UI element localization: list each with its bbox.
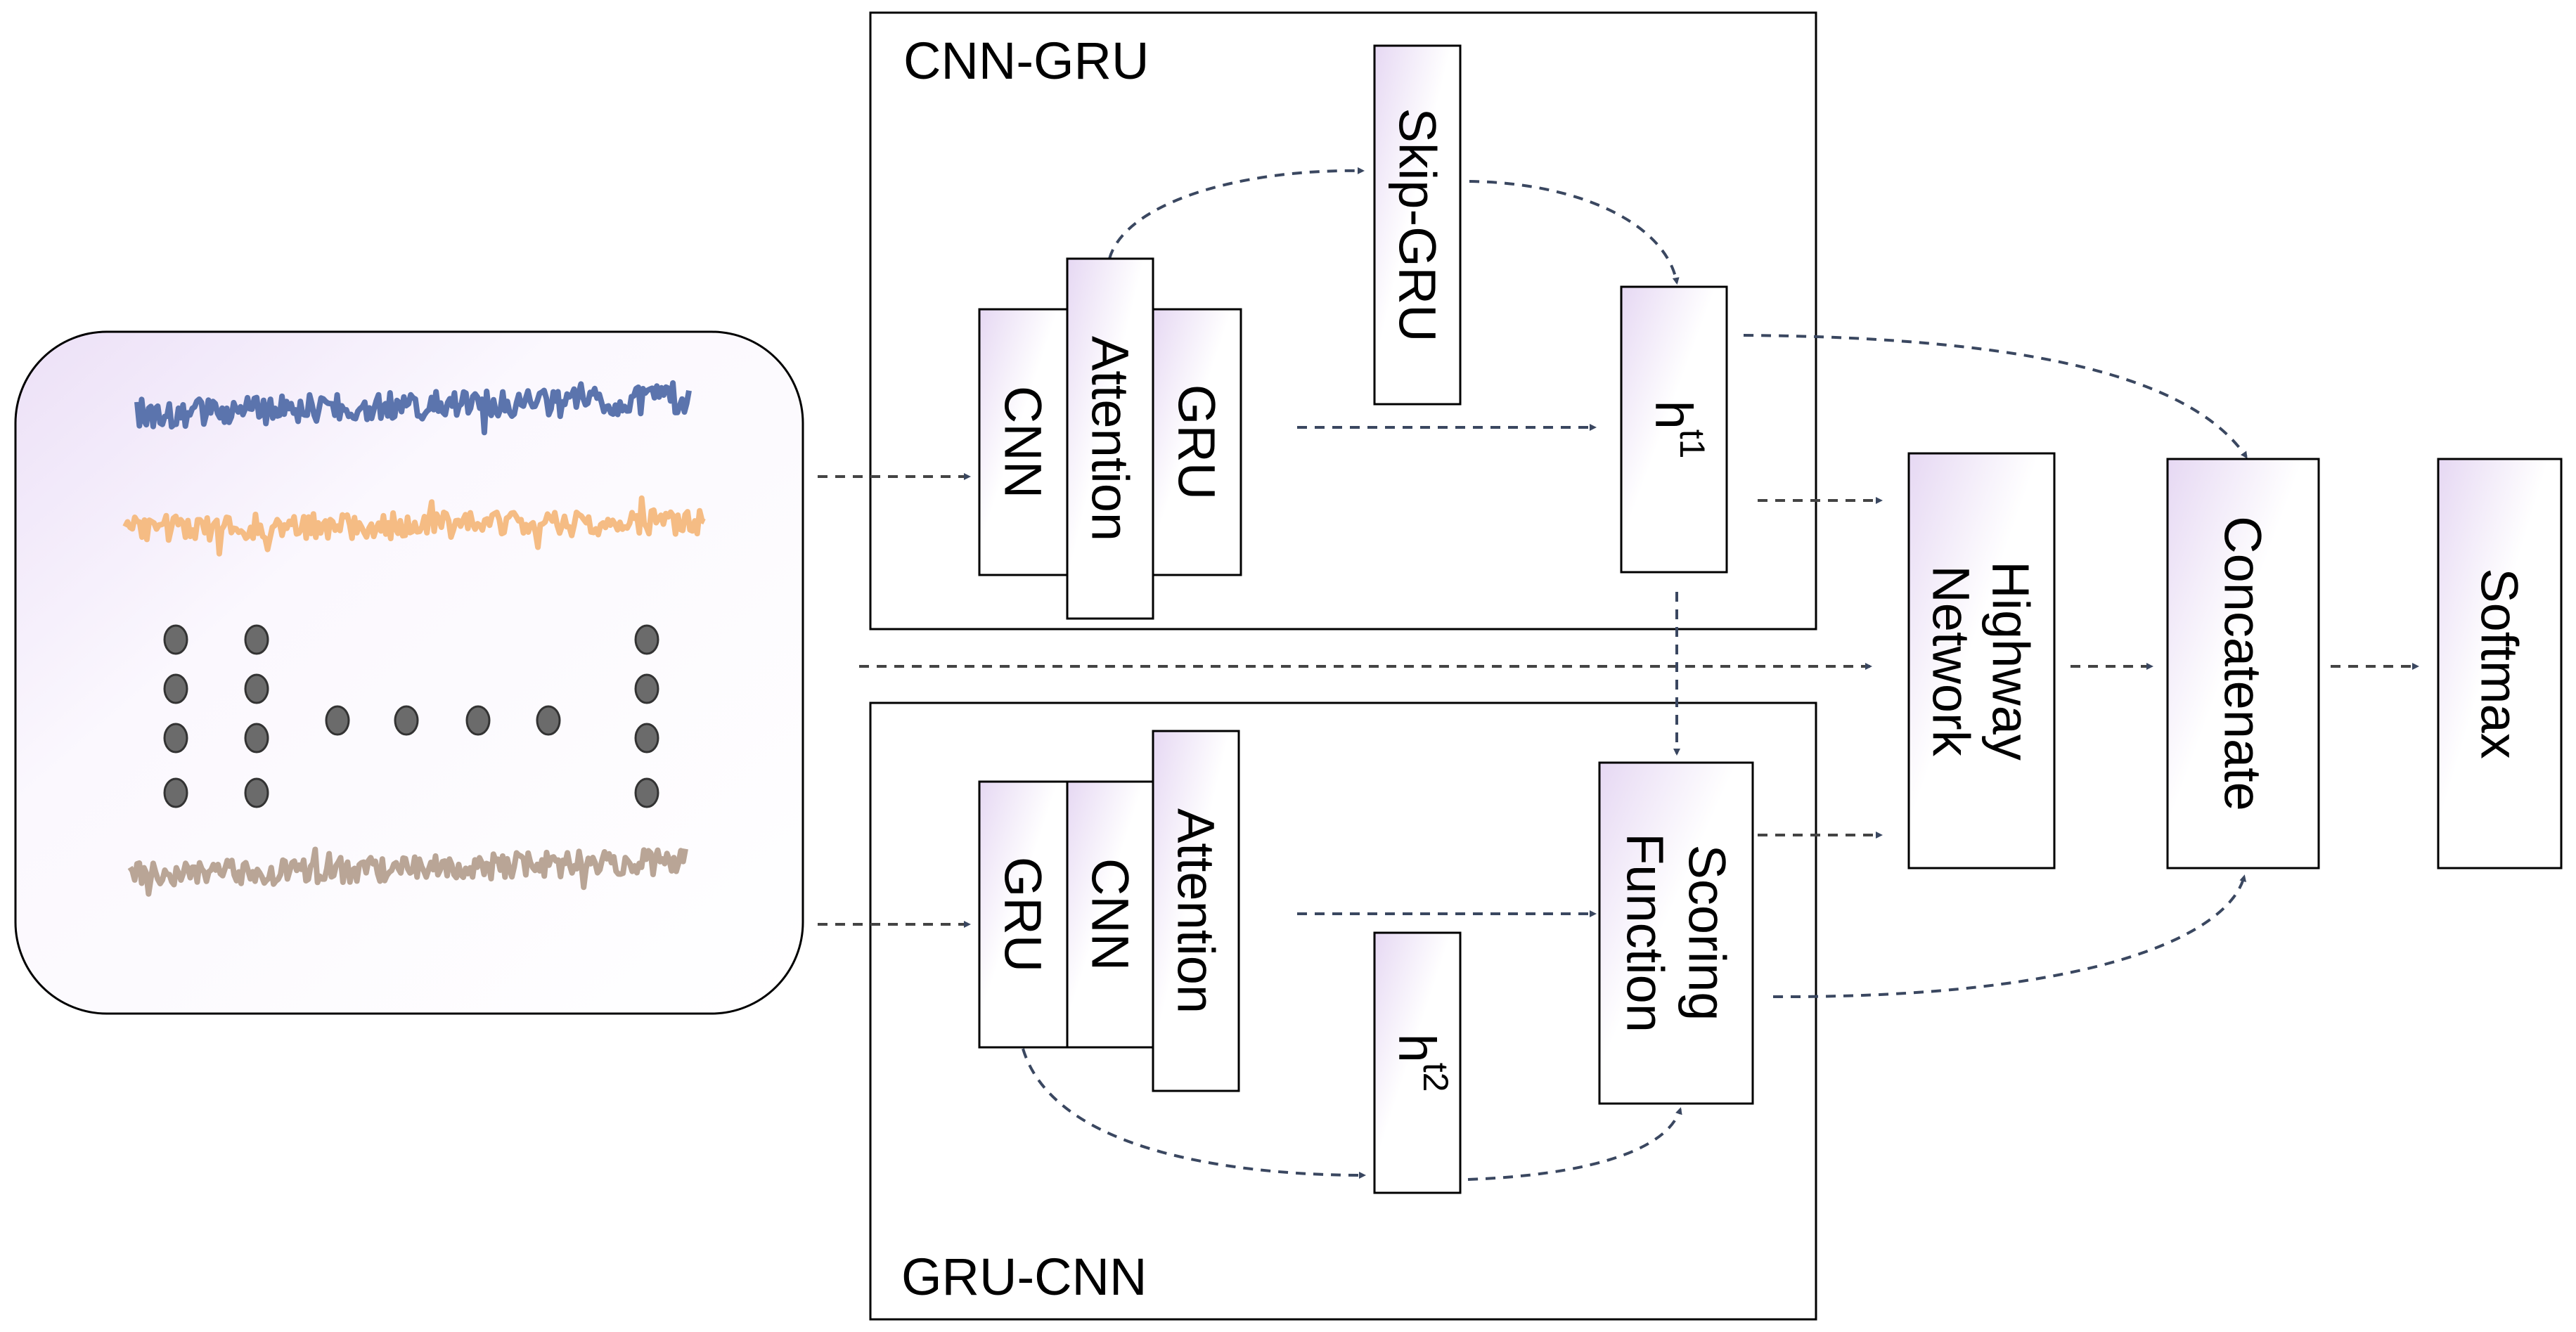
ht2-hidden-state-block: ht2 bbox=[1373, 931, 1462, 1194]
attention-block-top: Attention bbox=[1066, 257, 1154, 620]
gru-block-top: GRU bbox=[1152, 308, 1242, 576]
highway-network-block: Highway Network bbox=[1907, 452, 2056, 869]
gru-block-bottom: GRU bbox=[978, 780, 1069, 1049]
connection-arrows bbox=[818, 167, 2419, 1181]
input-signals-panel bbox=[14, 330, 804, 1015]
svg-text:Attention: Attention bbox=[1167, 808, 1225, 1014]
signal-waveform-2 bbox=[122, 495, 706, 557]
cnn-block-top: CNN bbox=[978, 308, 1069, 576]
ht1-hidden-state-block: ht1 bbox=[1620, 285, 1728, 574]
scoring-function-block: Scoring Function bbox=[1598, 761, 1754, 1105]
cnn-block-bottom: CNN bbox=[1066, 780, 1154, 1049]
svg-text:Softmax: Softmax bbox=[2471, 568, 2529, 758]
svg-text:ht1: ht1 bbox=[1645, 401, 1713, 459]
svg-text:Network: Network bbox=[1922, 565, 1981, 756]
svg-text:Highway: Highway bbox=[1982, 561, 2040, 761]
svg-text:GRU: GRU bbox=[994, 857, 1052, 972]
svg-text:Skip-GRU: Skip-GRU bbox=[1389, 108, 1447, 342]
svg-text:ht2: ht2 bbox=[1389, 1034, 1456, 1092]
signal-waveform-1 bbox=[134, 380, 692, 436]
svg-text:GRU: GRU bbox=[1168, 384, 1226, 500]
ellipsis-dots bbox=[163, 624, 659, 808]
softmax-block: Softmax bbox=[2437, 458, 2563, 869]
concatenate-block: Concatenate bbox=[2166, 458, 2320, 869]
attention-block-bottom: Attention bbox=[1152, 730, 1240, 1092]
svg-text:Scoring: Scoring bbox=[1678, 845, 1737, 1021]
svg-text:Concatenate: Concatenate bbox=[2214, 516, 2272, 811]
svg-text:CNN: CNN bbox=[994, 386, 1052, 498]
svg-text:Function: Function bbox=[1616, 833, 1675, 1033]
svg-text:CNN: CNN bbox=[1081, 858, 1140, 971]
cnn-gru-title: CNN-GRU bbox=[903, 32, 1149, 90]
gru-cnn-title: GRU-CNN bbox=[901, 1248, 1147, 1306]
svg-text:Attention: Attention bbox=[1081, 336, 1140, 541]
skip-gru-block: Skip-GRU bbox=[1373, 44, 1462, 406]
signal-waveform-3 bbox=[127, 846, 688, 897]
